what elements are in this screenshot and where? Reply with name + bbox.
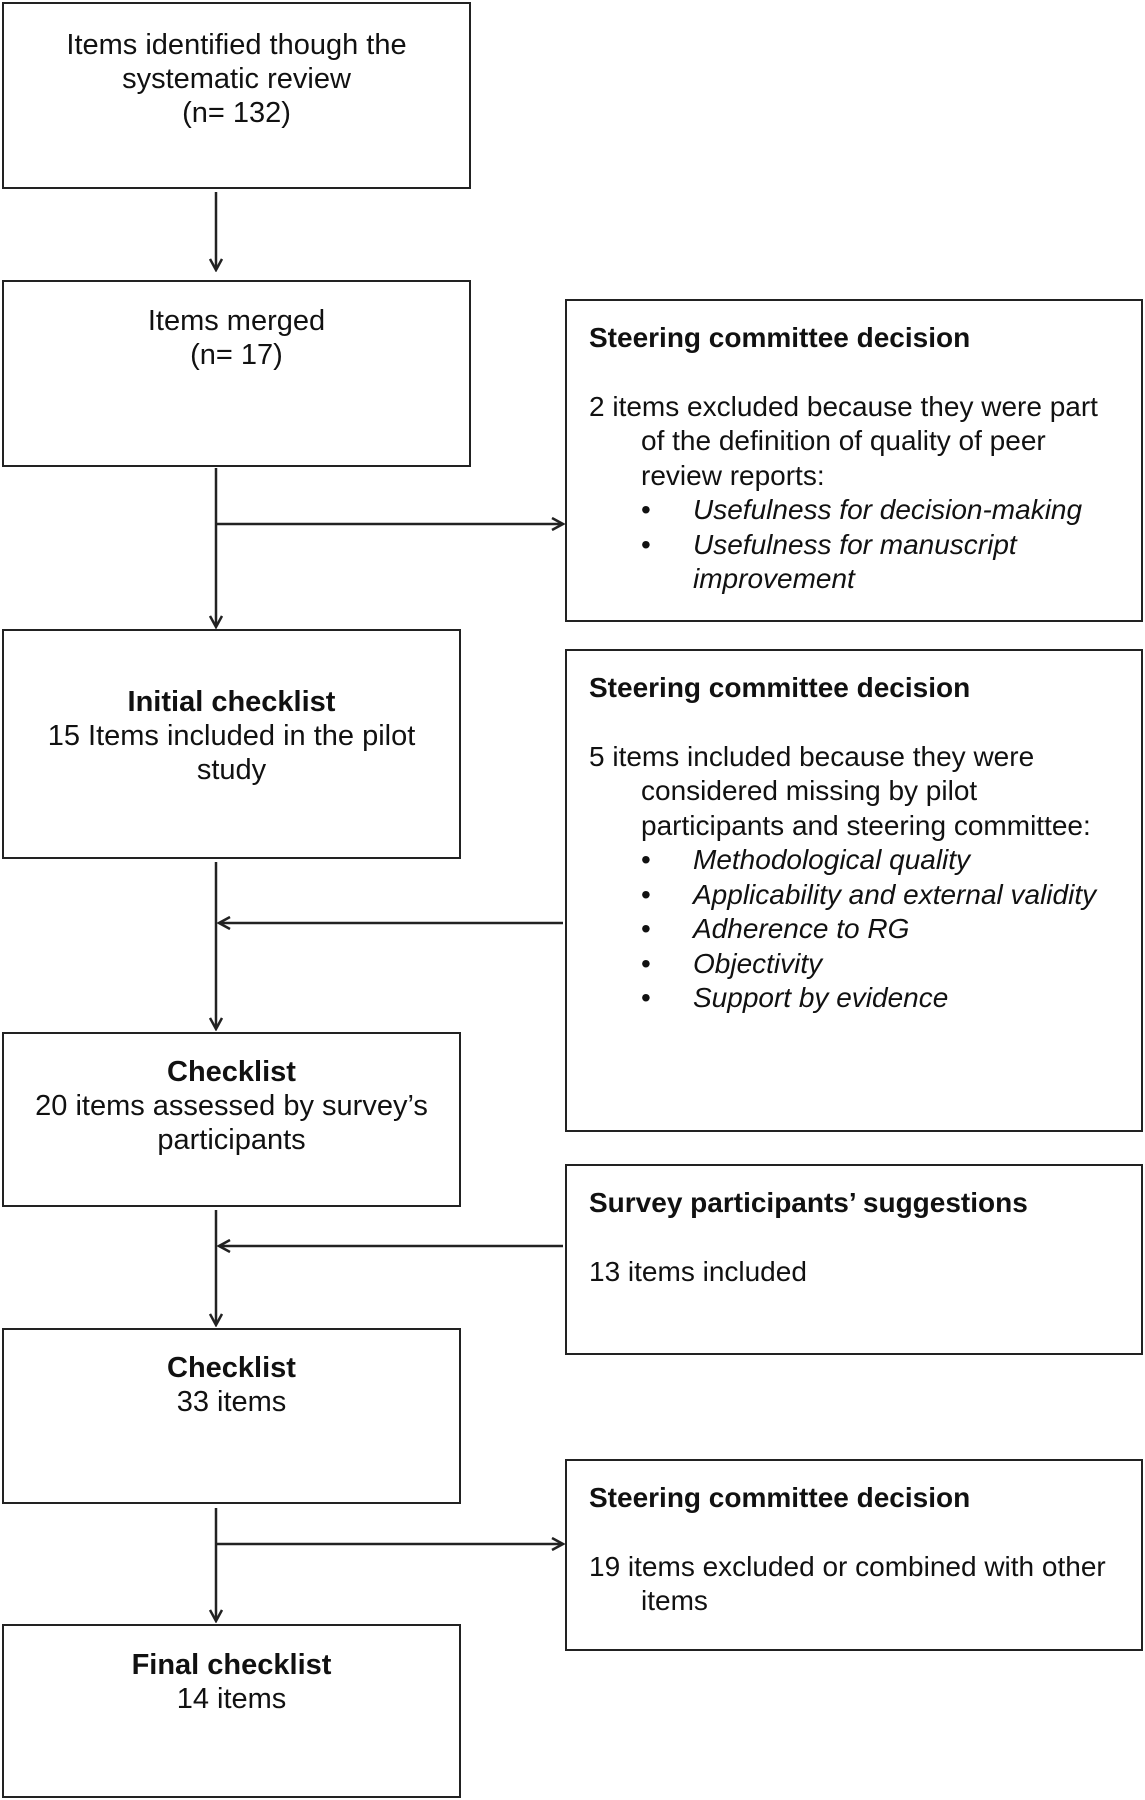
- box-title: Checklist: [167, 1352, 296, 1384]
- box-text-line: Items merged: [147, 305, 326, 337]
- box-text-line: 33 items: [176, 1386, 287, 1418]
- box-survey-suggestions: Survey participants’ suggestions 13 item…: [565, 1164, 1143, 1355]
- box-description: 2 items excluded because they were part …: [589, 390, 1098, 491]
- box-text-line: systematic review: [122, 63, 351, 95]
- box-items-identified: Items identified though the systematic r…: [2, 2, 471, 189]
- box-steering-decision-excluded: Steering committee decision 2 items excl…: [565, 299, 1143, 622]
- box-title: Checklist: [167, 1056, 296, 1088]
- box-text-line: 20 items assessed by survey’s: [35, 1090, 428, 1122]
- bullet-item: Usefulness for decision-making: [641, 493, 1119, 528]
- bullet-item: Applicability and external validity: [641, 878, 1119, 913]
- box-description: 19 items excluded or combined with other…: [589, 1550, 1106, 1617]
- bullet-list: Methodological quality Applicability and…: [589, 843, 1119, 1016]
- bullet-item: Support by evidence: [641, 981, 1119, 1016]
- bullet-item: Usefulness for manuscript improvement: [641, 528, 1119, 597]
- box-text-line: participants: [157, 1124, 306, 1156]
- bullet-item: Objectivity: [641, 947, 1119, 982]
- box-text-line: (n= 132): [182, 97, 291, 129]
- box-text-line: 15 Items included in the pilot: [47, 720, 416, 752]
- box-steering-decision-included: Steering committee decision 5 items incl…: [565, 649, 1143, 1132]
- box-checklist-20: Checklist 20 items assessed by survey’s …: [2, 1032, 461, 1207]
- box-title: Initial checklist: [127, 686, 336, 718]
- box-text-line: Items identified though the: [66, 29, 407, 61]
- box-description: 5 items included because they were consi…: [589, 740, 1091, 841]
- box-items-merged: Items merged (n= 17): [2, 280, 471, 467]
- box-steering-decision-final: Steering committee decision 19 items exc…: [565, 1459, 1143, 1651]
- box-initial-checklist: Initial checklist 15 Items included in t…: [2, 629, 461, 859]
- box-heading: Steering committee decision: [589, 672, 971, 703]
- box-text-line: (n= 17): [190, 339, 283, 371]
- box-final-checklist: Final checklist 14 items: [2, 1624, 461, 1798]
- box-title: Final checklist: [131, 1649, 332, 1681]
- box-checklist-33: Checklist 33 items: [2, 1328, 461, 1504]
- box-heading: Survey participants’ suggestions: [589, 1187, 1028, 1218]
- box-description: 13 items included: [589, 1255, 807, 1287]
- box-text-line: 14 items: [176, 1683, 287, 1715]
- box-heading: Steering committee decision: [589, 322, 971, 353]
- bullet-list: Usefulness for decision-making Usefulnes…: [589, 493, 1119, 597]
- bullet-item: Methodological quality: [641, 843, 1119, 878]
- box-text-line: study: [196, 754, 267, 786]
- box-heading: Steering committee decision: [589, 1482, 971, 1513]
- bullet-item: Adherence to RG: [641, 912, 1119, 947]
